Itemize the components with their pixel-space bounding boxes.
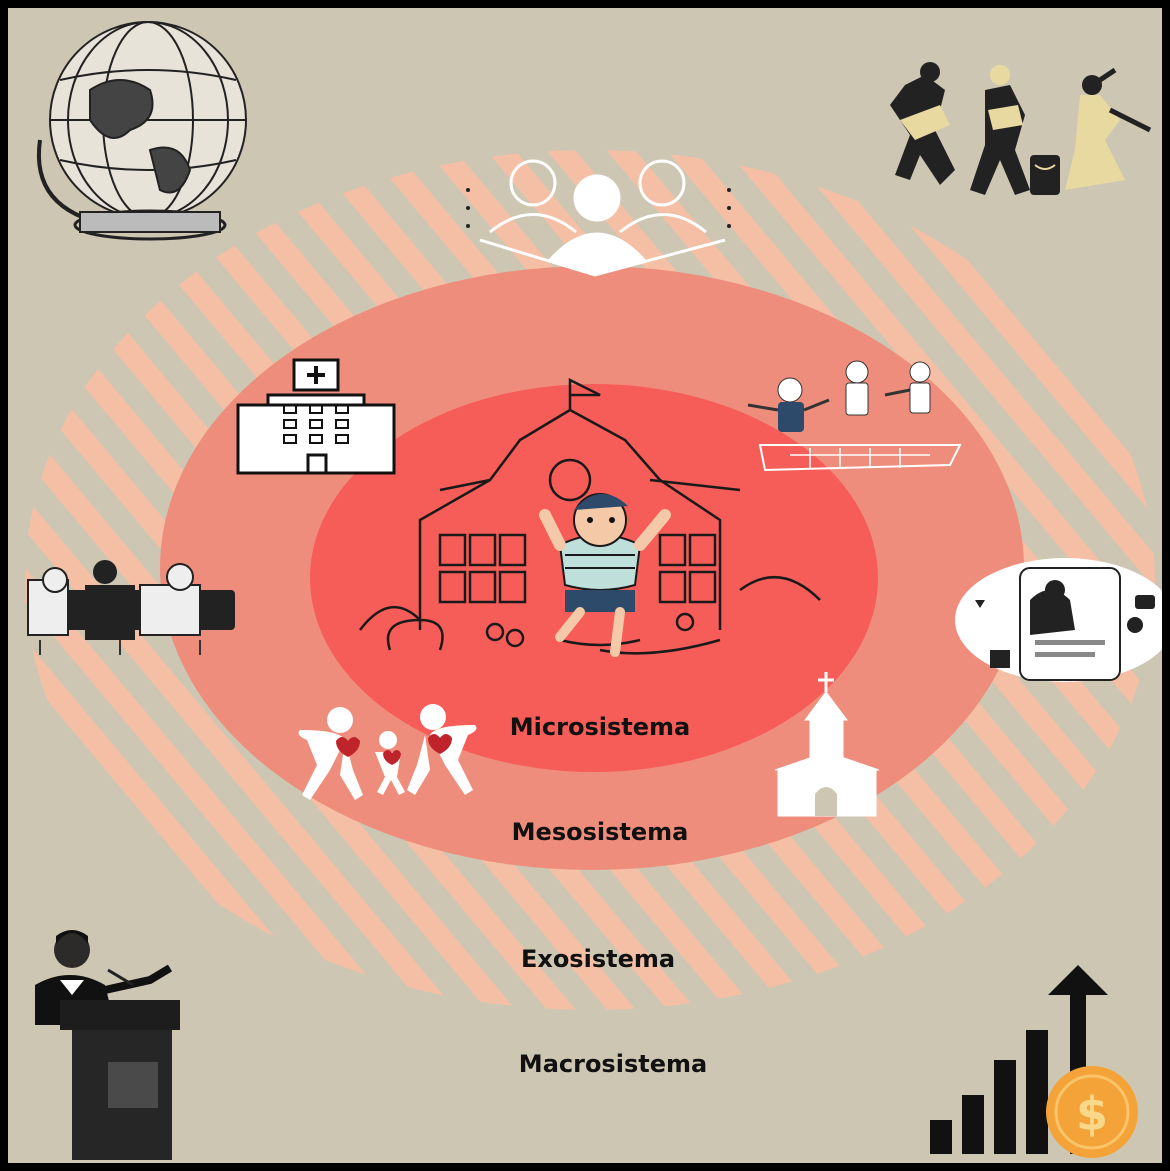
globe-icon — [36, 21, 247, 241]
school-child-icon — [359, 377, 821, 655]
svg-text:$: $ — [1076, 1087, 1108, 1141]
social-media-icon — [955, 558, 1162, 682]
children-hopscotch-icon — [747, 360, 962, 472]
family-hearts-icon — [298, 704, 477, 800]
meeting-people-icon — [27, 560, 235, 655]
dollar-coin-icon: $ — [1046, 1066, 1138, 1158]
label-macrosistema: Macrosistema — [518, 1050, 708, 1078]
label-microsistema: Microsistema — [509, 713, 691, 741]
speaker-podium-icon — [35, 930, 180, 1160]
dancers-icon — [890, 62, 1152, 195]
church-icon — [774, 672, 880, 817]
label-exosistema: Exosistema — [520, 945, 676, 973]
label-mesosistema: Mesosistema — [511, 818, 689, 846]
community-group-icon — [466, 159, 731, 277]
hospital-icon — [236, 358, 396, 475]
child-figure — [539, 493, 671, 657]
